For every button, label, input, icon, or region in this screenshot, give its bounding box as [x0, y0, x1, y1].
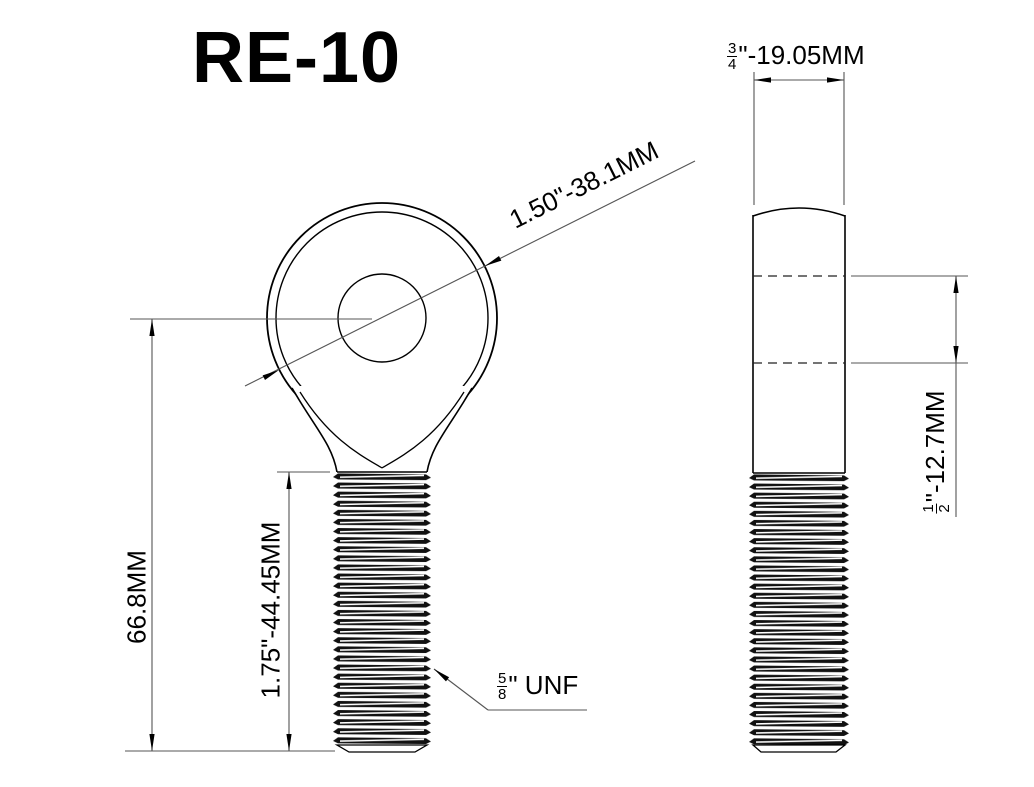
side-chamfer	[751, 744, 847, 753]
neck-inner-left	[299, 391, 383, 469]
front-view	[266, 202, 498, 753]
front-chamfer	[334, 744, 430, 753]
dimension-lines	[125, 72, 968, 752]
thread-length-dimension: 1.75"-44.45MM	[255, 521, 286, 699]
neck-fill	[292, 386, 472, 472]
neck-inner-right	[381, 391, 465, 469]
side-threads	[749, 473, 849, 745]
eye-hole	[337, 273, 427, 363]
neck-outer-left	[291, 387, 338, 473]
overall-length-dimension: 66.8MM	[121, 550, 152, 644]
front-threads	[333, 472, 431, 745]
thread-spec-suffix: " UNF	[508, 670, 579, 700]
dim-line-eye-diameter	[244, 160, 696, 387]
hole-diameter-suffix: "-12.7MM	[920, 390, 950, 503]
shank-width-suffix: "-19.05MM	[738, 40, 865, 70]
side-head-top-arc	[752, 207, 846, 217]
side-view	[749, 207, 849, 753]
drawing-title: RE-10	[192, 18, 402, 98]
neck-outer-right	[426, 387, 473, 473]
